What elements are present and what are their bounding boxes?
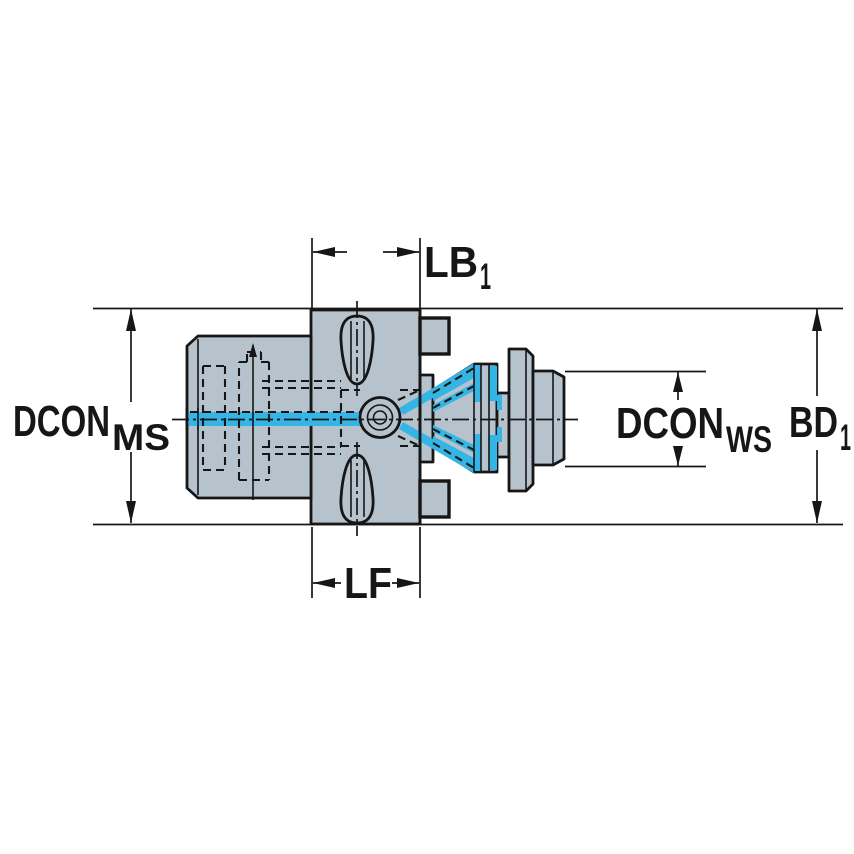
bd1-label: BD (789, 398, 838, 447)
dcon-ms-arrow-up-icon (126, 309, 136, 331)
cone-highlight-upper-2 (433, 383, 474, 412)
dimension-bd1: BD 1 (789, 309, 851, 523)
ring-highlight-1 (474, 365, 481, 402)
dimension-dcon-ws: DCON WS (565, 370, 772, 468)
neck-highlight-top (497, 395, 502, 410)
dimension-lb1: LB 1 (311, 238, 491, 310)
hidden-taper-start (397, 389, 421, 447)
coolant-highlight-group (189, 363, 502, 473)
dcon-ms-label: DCON (13, 397, 110, 446)
bd1-label-sub: 1 (840, 417, 851, 458)
ring-highlight-4 (489, 435, 497, 470)
coupling-step (418, 373, 435, 464)
center-boss (358, 396, 402, 439)
boss-outer-circle (358, 396, 402, 439)
dcon-ws-arrow-up-icon (673, 372, 683, 392)
cone-highlight-lower-2 (433, 425, 474, 453)
hidden-edge-lines (190, 350, 475, 482)
lf-arrow-right-icon (397, 578, 419, 588)
dimension-dcon-ms: DCON MS (13, 309, 170, 523)
diameter-extension-lines (93, 307, 843, 526)
bd1-arrow-up-icon (812, 309, 822, 331)
lb1-arrow-left-icon (313, 247, 335, 257)
hidden-bore-lines (262, 379, 341, 456)
hidden-flange-bore (339, 388, 420, 448)
dcon-ms-arrow-down-icon (126, 501, 136, 523)
coupling-taper-highlight-upper-inner (399, 388, 433, 415)
section-arrow-icon (249, 343, 257, 357)
lf-arrow-left-icon (313, 578, 335, 588)
dcon-ws-arrow-down-icon (673, 446, 683, 466)
bd1-arrow-down-icon (812, 501, 822, 523)
cone-highlight-upper (433, 363, 474, 401)
coolant-channel-highlight (189, 412, 361, 426)
boss-middle-circle (366, 404, 394, 431)
ring-highlight-2 (489, 366, 497, 401)
coupling-detail-lines (185, 310, 554, 524)
dcon-ws-label: DCON (616, 399, 724, 448)
lb1-label-sub: 1 (480, 256, 491, 297)
lf-label: LF (344, 559, 392, 608)
coupling-taper-highlight-lower-inner (399, 422, 433, 449)
hidden-cavity-rect (201, 364, 227, 472)
cone-highlight-lower (433, 436, 474, 473)
center-lines (172, 301, 578, 536)
drive-key-top (418, 316, 451, 356)
lb1-label: LB (424, 238, 478, 287)
coupling-pilot (531, 369, 566, 467)
dcon-ms-label-sub: MS (112, 417, 170, 458)
dcon-ws-label-sub: WS (726, 419, 772, 460)
drive-key-bottom (418, 479, 451, 519)
ring-highlight-3 (474, 434, 481, 471)
dimension-lf: LF (311, 527, 421, 608)
lb1-arrow-right-icon (397, 247, 419, 257)
neck-highlight-bottom (497, 427, 502, 442)
boss-inner-circle (372, 410, 388, 425)
